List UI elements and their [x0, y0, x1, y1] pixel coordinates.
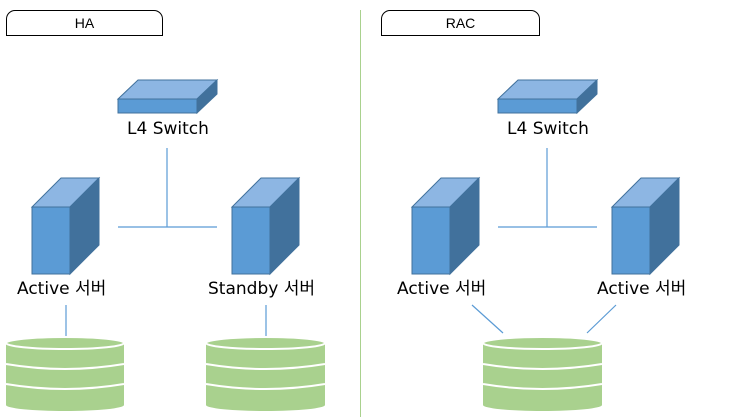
- rac-active-server-left-label: Active 서버: [397, 279, 487, 299]
- section-divider: [360, 10, 361, 417]
- ha-active-storage-icon: [5, 336, 125, 411]
- ha-section-title: HA: [6, 10, 163, 36]
- ha-active-server-label: Active 서버: [17, 279, 107, 299]
- ha-standby-server-label: Standby 서버: [208, 279, 315, 299]
- ha-switch-label: L4 Switch: [127, 119, 209, 139]
- ha-standby-server-icon: [230, 176, 301, 276]
- rac-shared-storage-icon: [482, 336, 603, 411]
- rac-left-storage-link: [471, 304, 504, 334]
- rac-section-title: RAC: [381, 10, 540, 36]
- ha-l4-switch-icon: [116, 78, 219, 115]
- rac-right-storage-link: [586, 304, 617, 334]
- rac-active-server-right-label: Active 서버: [597, 279, 687, 299]
- ha-active-server-icon: [30, 176, 101, 276]
- ha-standby-storage-icon: [205, 336, 326, 411]
- rac-active-server-left-icon: [410, 176, 481, 276]
- ha-connectors: [65, 148, 267, 336]
- rac-connectors: [471, 148, 617, 334]
- rac-active-server-right-icon: [610, 176, 681, 276]
- rac-switch-label: L4 Switch: [507, 119, 589, 139]
- rac-l4-switch-icon: [496, 78, 599, 115]
